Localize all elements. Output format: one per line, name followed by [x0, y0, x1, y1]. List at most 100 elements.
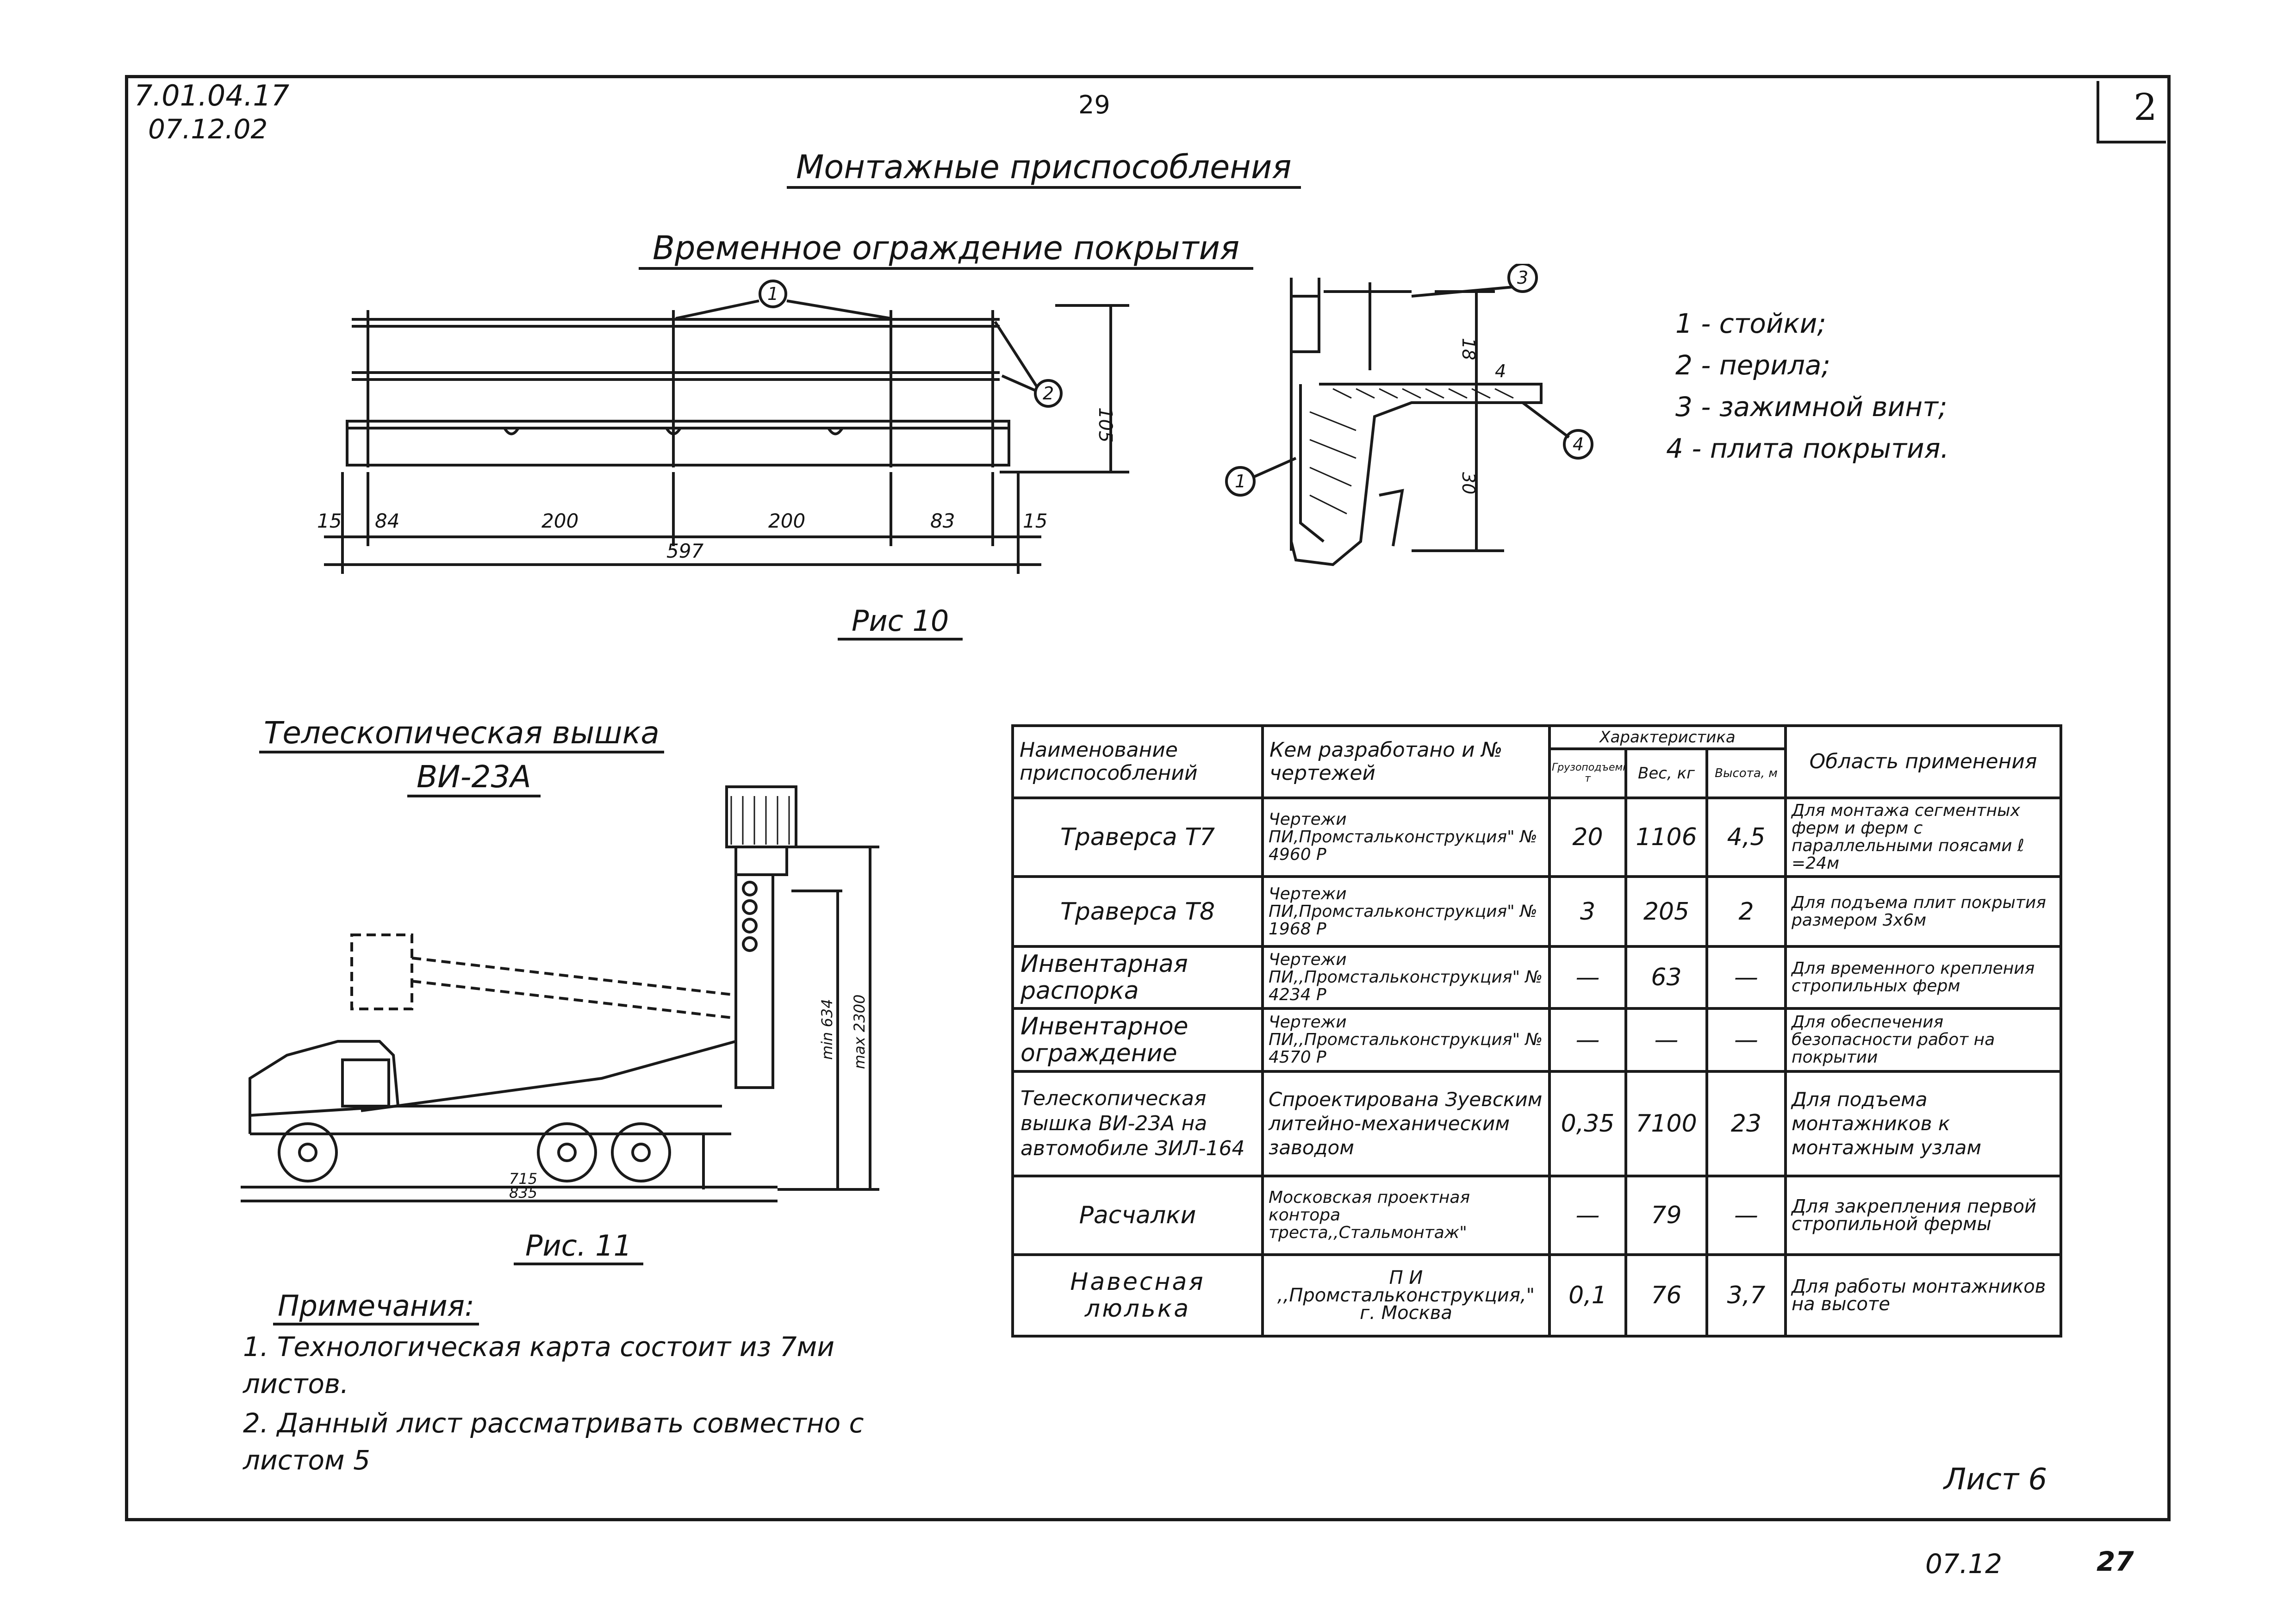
- fig11-caption: Рис. 11: [514, 1229, 644, 1265]
- row-capacity: —: [1548, 1007, 1627, 1073]
- note-2-text: 2. Данный лист рассматривать совместно с…: [243, 1407, 864, 1476]
- dim-84: 84: [375, 510, 399, 532]
- table-row: Расчалки Московская проектная контора тр…: [1011, 1174, 2063, 1257]
- row-name: Телескопическая вышка ВИ-23А на автомоби…: [1011, 1070, 1264, 1177]
- header-capacity: Грузоподъемность т: [1548, 747, 1627, 799]
- row-name: Траверса Т8: [1011, 875, 1264, 948]
- front-wheel: [278, 1122, 338, 1182]
- fig10-subtitle: Временное ограждение покрытия: [639, 229, 1254, 270]
- callout-1: 1: [767, 284, 778, 304]
- row-weight: 63: [1624, 945, 1708, 1010]
- legend-item-4: 4 - плита покрытия.: [1666, 433, 1949, 464]
- table-row: Инвентарная распорка Чертежи ПИ,,Промста…: [1011, 945, 2063, 1010]
- row-name: Траверса Т7: [1011, 796, 1264, 878]
- row-weight: 7100: [1624, 1070, 1708, 1177]
- header-height: Высота, м: [1705, 747, 1787, 799]
- fig10-caption: Рис 10: [838, 604, 963, 641]
- truck-cab: [249, 1040, 400, 1117]
- fig10-detail-section: 3 4 1 18 4 30: [1225, 264, 1593, 566]
- row-height: —: [1705, 1174, 1787, 1257]
- row-application: Для монтажа сегментных ферм и ферм с пар…: [1784, 796, 2063, 878]
- row-capacity: 0,35: [1548, 1070, 1627, 1177]
- header-name: Наименование приспособлений: [1011, 724, 1264, 799]
- row-name: Инвентарная распорка: [1011, 945, 1264, 1010]
- row-height: —: [1705, 1007, 1787, 1073]
- row-name: Инвентарное ограждение: [1011, 1007, 1264, 1073]
- dim-min: min 634: [818, 999, 836, 1060]
- row-weight: 205: [1624, 875, 1708, 948]
- detail-dim-30: 30: [1458, 472, 1479, 494]
- row-capacity: —: [1548, 1174, 1627, 1257]
- row-developer: П И ,,Промстальконструкция," г. Москва: [1261, 1253, 1551, 1338]
- callout-2: 2: [1043, 383, 1054, 404]
- fig11-truck-drawing: min 634 max 2300 715 835: [241, 785, 879, 1202]
- table-row: Траверса Т7 Чертежи ПИ,Промстальконструк…: [1011, 796, 2063, 878]
- row-application: Для закрепления первой стропильной фермы: [1784, 1174, 2063, 1257]
- note-1: 1. Технологическая карта состоит из 7ми …: [243, 1328, 946, 1402]
- detail-callout-4: 4: [1573, 434, 1584, 454]
- fig11-subtitle-line2: ВИ-23А: [407, 759, 541, 797]
- equipment-table: Наименование приспособлений Кем разработ…: [1011, 724, 2063, 1338]
- row-weight: 79: [1624, 1174, 1708, 1257]
- corner-number: 2: [2134, 86, 2157, 129]
- dim-height: 105: [1095, 407, 1116, 442]
- table-row: Инвентарное ограждение Чертежи ПИ,,Промс…: [1011, 1007, 2063, 1073]
- dim-15-right: 15: [1023, 510, 1047, 532]
- row-capacity: 0,1: [1548, 1253, 1627, 1338]
- row-weight: —: [1624, 1007, 1708, 1073]
- header-weight: Вес, кг: [1624, 747, 1708, 799]
- page-number: 29: [1078, 90, 1110, 119]
- stowed-basket: [350, 933, 413, 1010]
- platform-basket: [725, 785, 797, 848]
- row-capacity: 20: [1548, 796, 1627, 878]
- header-characteristics: Характеристика: [1548, 724, 1787, 751]
- dim-715: 715: [509, 1170, 537, 1188]
- row-name: Расчалки: [1011, 1174, 1264, 1257]
- row-developer: Чертежи ПИ,,Промстальконструкция" № 4234…: [1261, 945, 1551, 1010]
- row-capacity: —: [1548, 945, 1627, 1010]
- sheet-label: Лист 6: [1944, 1462, 2047, 1497]
- detail-dim-4: 4: [1495, 361, 1506, 381]
- row-developer: Чертежи ПИ,Промстальконструкция" № 1968 …: [1261, 875, 1551, 948]
- detail-callout-1: 1: [1235, 471, 1246, 492]
- page-title: Монтажные приспособления: [787, 148, 1301, 189]
- row-weight: 1106: [1624, 796, 1708, 878]
- rear-wheel-1: [537, 1122, 597, 1182]
- footer-page: 27: [2097, 1546, 2134, 1577]
- row-name: Навесная люлька: [1011, 1253, 1264, 1338]
- row-height: 4,5: [1705, 796, 1787, 878]
- row-developer: Московская проектная контора треста,,Ста…: [1261, 1174, 1551, 1257]
- dim-200-a: 200: [541, 510, 579, 532]
- row-height: 3,7: [1705, 1253, 1787, 1338]
- note-2: 2. Данный лист рассматривать совместно с…: [243, 1405, 946, 1479]
- dim-83: 83: [930, 510, 955, 532]
- row-developer: Чертежи ПИ,Промстальконструкция" № 4960 …: [1261, 796, 1551, 878]
- fig11-subtitle-line1: Телескопическая вышка: [259, 715, 664, 753]
- table-row: Траверса Т8 Чертежи ПИ,Промстальконструк…: [1011, 875, 2063, 948]
- detail-dim-18: 18: [1458, 338, 1479, 360]
- footer-code: 07.12: [1925, 1548, 2003, 1580]
- notes-heading: Примечания:: [273, 1289, 479, 1325]
- row-application: Для работы монтажников на высоте: [1784, 1253, 2063, 1338]
- row-capacity: 3: [1548, 875, 1627, 948]
- note-1-text: 1. Технологическая карта состоит из 7ми …: [243, 1331, 835, 1400]
- row-height: 2: [1705, 875, 1787, 948]
- dim-200-b: 200: [768, 510, 805, 532]
- row-height: —: [1705, 945, 1787, 1010]
- drawing-frame: [125, 75, 2171, 1521]
- dim-max: max 2300: [851, 995, 868, 1069]
- dim-total: 597: [666, 540, 703, 562]
- dim-15-left: 15: [317, 510, 342, 532]
- fig10-railing-drawing: 1 2 105 15 84 200 200 83 15 597: [317, 280, 1129, 574]
- row-developer: Спроектирована Зуевским литейно-механиче…: [1261, 1070, 1551, 1177]
- doc-date: 07.12.02: [148, 113, 268, 145]
- doc-code: 7.01.04.17: [134, 79, 290, 112]
- table-row: Телескопическая вышка ВИ-23А на автомоби…: [1011, 1070, 2063, 1177]
- base-board: [346, 420, 1010, 467]
- legend-item-2: 2 - перила;: [1675, 349, 1830, 381]
- corner-number-box: [2097, 81, 2166, 143]
- legend-item-3: 3 - зажимной винт;: [1675, 391, 1948, 423]
- row-weight: 76: [1624, 1253, 1708, 1338]
- row-application: Для подъема плит покрытия размером 3х6м: [1784, 875, 2063, 948]
- header-developer: Кем разработано и № чертежей: [1261, 724, 1551, 799]
